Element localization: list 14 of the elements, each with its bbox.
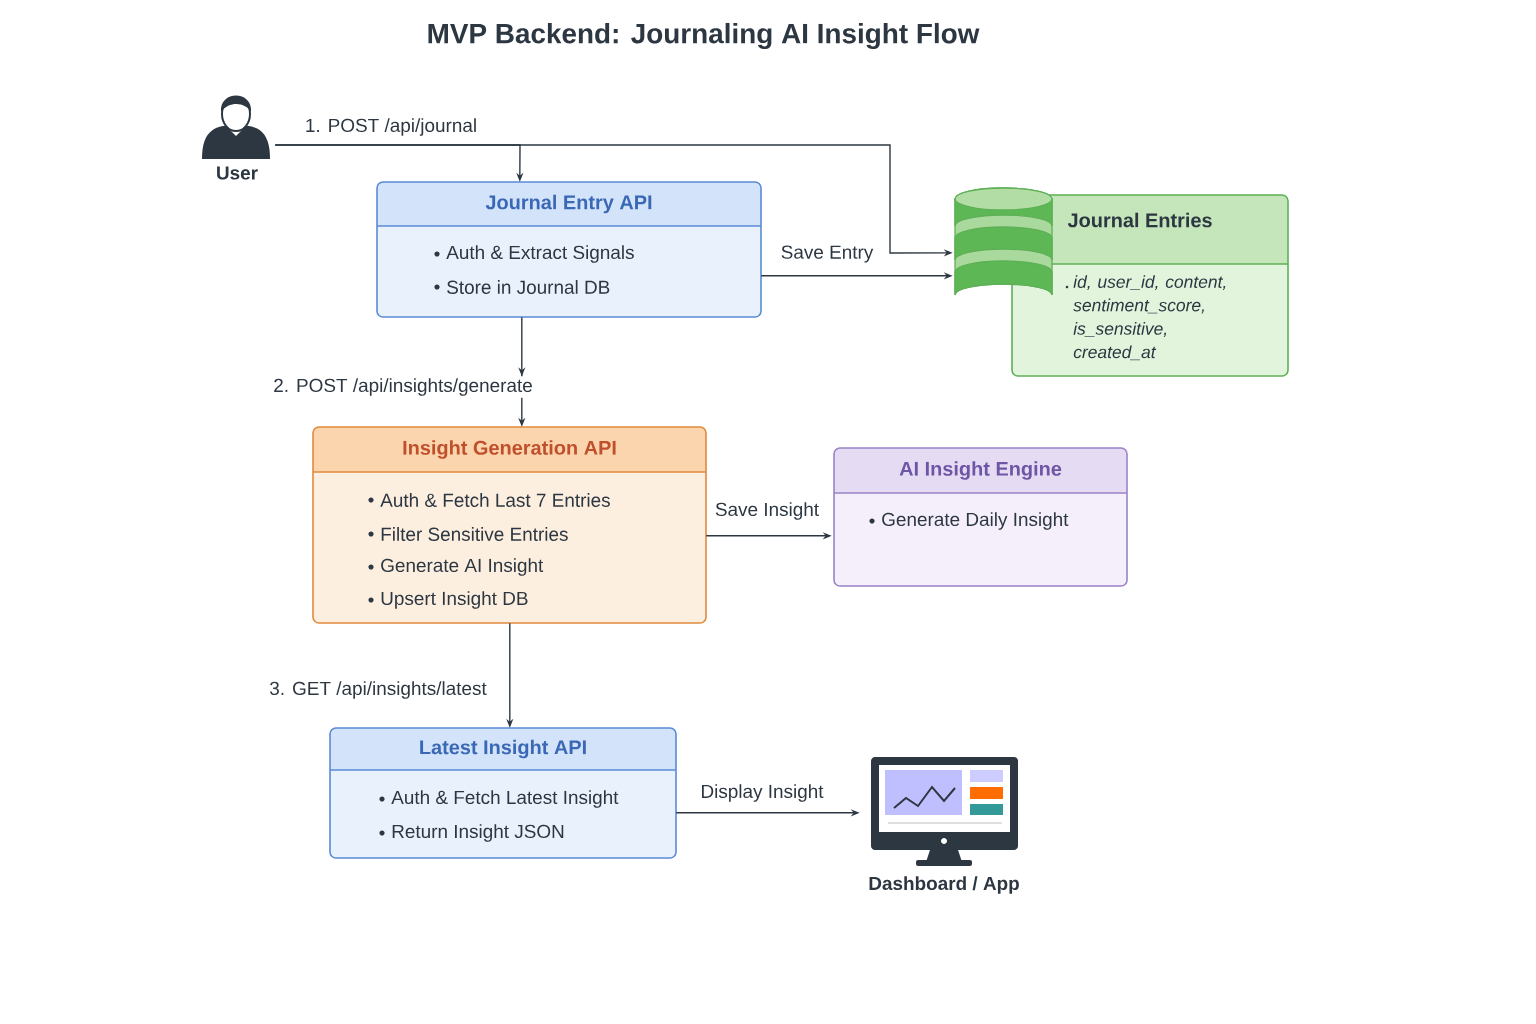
person-label: User (217, 166, 258, 180)
title: MVP Backend: Journaling AI Insight Flow (428, 22, 980, 50)
edge-label: 3. GET /api/insights/latest (267, 679, 489, 701)
edge-label: Save Entry (778, 243, 876, 265)
api-box: Latest Insight API Auth & Fetch Latest Insight Return Insight JSON (329, 727, 677, 859)
edge-label: 2. POST /api/insights/generate (271, 376, 535, 398)
api-box: Journal Entry API Auth & Extract Signals Store in Journal DB (376, 181, 762, 318)
edge-label: 1. POST /api/journal (302, 116, 480, 138)
edge-label: Display Insight (698, 782, 826, 804)
monitor-label: Dashboard / App (869, 876, 1019, 894)
engine-box: AI Insight Engine Generate Daily Insight (833, 447, 1128, 587)
edge-label: Save Insight (712, 500, 822, 522)
api-box: Insight Generation API Auth & Fetch Last 7 Entries Filter Sensitive Entries Generate AI Insight Upsert Insight DB (312, 426, 707, 624)
database-box: Journal Entries id, user_id, content, sentiment_score, is_sensitive, created_at (1011, 194, 1289, 377)
